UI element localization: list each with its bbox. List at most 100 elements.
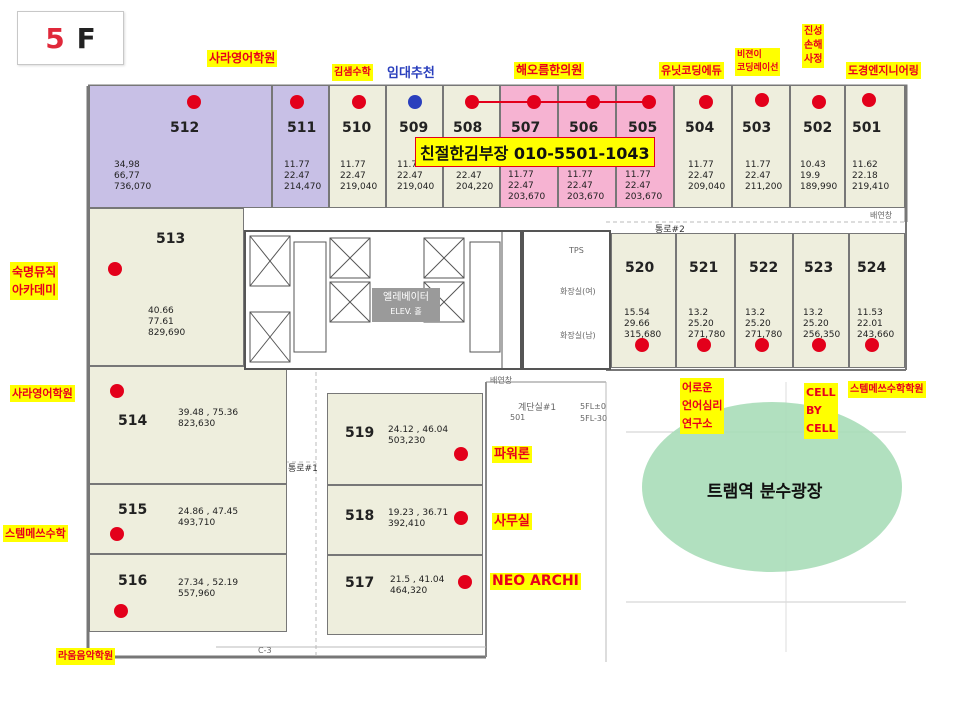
unit-512[interactable]: [89, 85, 272, 208]
unit-stats-511: 11.77 22.47 214,470: [284, 160, 322, 192]
marker-504: [699, 95, 713, 109]
elevator-hall-label: 엘레베이터 ELEV. 홀: [372, 288, 440, 322]
plan-lines: [86, 84, 908, 662]
tenant-507: 해오름한의원: [514, 62, 585, 79]
tenant-516: 라움음악학원: [56, 648, 116, 665]
corridor-label-2: 통로#2: [655, 225, 685, 235]
marker-518: [454, 511, 468, 525]
unit-stats-520: 15.54 29.66 315,680: [624, 308, 662, 340]
unit-number-522: 522: [749, 260, 779, 276]
unit-number-516: 516: [118, 573, 148, 589]
marker-513: [108, 262, 122, 276]
unit-stats-505: 11.77 22.47 203,670: [625, 170, 663, 202]
unit-stats-509: 11.77 22.47 219,040: [397, 160, 435, 192]
marker-506: [586, 95, 600, 109]
unit-520[interactable]: [611, 233, 676, 368]
tenant-519: 파워론: [492, 446, 532, 463]
marker-517: [458, 575, 472, 589]
tenant-517: NEO ARCHI: [490, 573, 581, 590]
unit-stats-513: 40.66 77.61 829,690: [148, 306, 186, 338]
unit-513[interactable]: [89, 208, 244, 366]
unit-number-512: 512: [170, 120, 200, 136]
unit-number-520: 520: [625, 260, 655, 276]
unit-stats-503: 11.77 22.47 211,200: [745, 160, 783, 192]
tenant-502: 진성 손해 사정: [802, 24, 825, 68]
unit-501[interactable]: [845, 85, 905, 208]
unit-stats-507: 11.77 22.47 203,670: [508, 170, 546, 202]
marker-523: [812, 338, 826, 352]
core-area: [244, 230, 522, 370]
unit-number-515: 515: [118, 502, 148, 518]
tenant-518: 사무실: [492, 513, 532, 530]
tenant-501: 도경엔지니어링: [846, 62, 921, 79]
unit-stats-501: 11.62 22.18 219,410: [852, 160, 890, 192]
stair-label: 계단실#1: [518, 403, 557, 413]
unit-number-514: 514: [118, 413, 148, 429]
unit-stats-524: 11.53 22.01 243,660: [857, 308, 895, 340]
unit-number-502: 502: [803, 120, 833, 136]
unit-number-523: 523: [804, 260, 834, 276]
core-drawing: [249, 232, 503, 368]
stair-number: 501: [510, 413, 526, 422]
tenant-524: 스템메쓰수학학원: [848, 381, 926, 398]
marker-509: [408, 95, 422, 109]
marker-522: [755, 338, 769, 352]
unit-stats-521: 13.2 25.20 271,780: [688, 308, 726, 340]
floor-number: 5: [45, 21, 65, 55]
tenant-521: 어로운 언어심리 연구소: [680, 378, 725, 434]
unit-number-521: 521: [689, 260, 719, 276]
unit-stats-517: 21.5 , 41.04 464,320: [390, 575, 445, 596]
tenant-515: 스템메쓰수학: [3, 525, 68, 542]
level-label-2: 5FL-30: [580, 414, 608, 423]
marker-519: [454, 447, 468, 461]
unit-number-505: 505: [628, 120, 658, 136]
unit-number-510: 510: [342, 120, 372, 136]
tenant-523: CELL BY CELL: [804, 383, 838, 439]
unit-number-518: 518: [345, 508, 375, 524]
corridor-label-1: 통로#1: [288, 464, 318, 474]
marker-511: [290, 95, 304, 109]
marker-520: [635, 338, 649, 352]
unit-stats-515: 24.86 , 47.45 493,710: [178, 507, 239, 528]
floor-suffix: F: [76, 21, 96, 55]
unit-stats-506: 11.77 22.47 203,670: [567, 170, 605, 202]
elevator-sub: ELEV. 홀: [390, 307, 422, 316]
floor-plan: [86, 82, 908, 662]
marker-524: [865, 338, 879, 352]
restroom-label-2: 화장실(남): [560, 331, 596, 340]
tenant-513: 숙명뮤직 아카데미: [10, 262, 59, 300]
unit-stats-519: 24.12 , 46.04 503,230: [388, 425, 449, 446]
unit-519[interactable]: [327, 393, 483, 485]
unit-517[interactable]: [327, 555, 483, 635]
plaza-label: 트램역 분수광장: [707, 482, 823, 502]
tenant-512: 사라영어학원: [207, 50, 278, 67]
tenant-510: 김샘수학: [332, 64, 373, 81]
marker-512: [187, 95, 201, 109]
marker-516: [114, 604, 128, 618]
unit-stats-510: 11.77 22.47 219,040: [340, 160, 378, 192]
marker-521: [697, 338, 711, 352]
marker-502: [812, 95, 826, 109]
unit-516[interactable]: [89, 554, 287, 632]
marker-503: [755, 93, 769, 107]
unit-stats-504: 11.77 22.47 209,040: [688, 160, 726, 192]
marker-505: [642, 95, 656, 109]
restroom-area: TPS 화장실(여) 화장실(남): [522, 230, 611, 370]
elevator-title: 엘레베이터: [383, 292, 429, 303]
contact-banner: 친절한김부장 010-5501-1043: [415, 137, 655, 167]
vent-label-1: 배연창: [870, 211, 893, 220]
marker-507: [527, 95, 541, 109]
level-label-1: 5FL±0: [580, 402, 606, 411]
unit-number-503: 503: [742, 120, 772, 136]
marker-510: [352, 95, 366, 109]
unit-number-507: 507: [511, 120, 541, 136]
unit-515[interactable]: [89, 484, 287, 554]
tenant-514: 사라영어학원: [10, 385, 75, 402]
unit-stats-514: 39.48 , 75.36 823,630: [178, 408, 239, 429]
unit-number-509: 509: [399, 120, 429, 136]
marker-line-508-505: [471, 101, 651, 103]
unit-stats-518: 19.23 , 36.71 392,410: [388, 508, 449, 529]
tps-label: TPS: [569, 246, 584, 255]
unit-number-519: 519: [345, 425, 375, 441]
unit-stats-516: 27.34 , 52.19 557,960: [178, 578, 239, 599]
